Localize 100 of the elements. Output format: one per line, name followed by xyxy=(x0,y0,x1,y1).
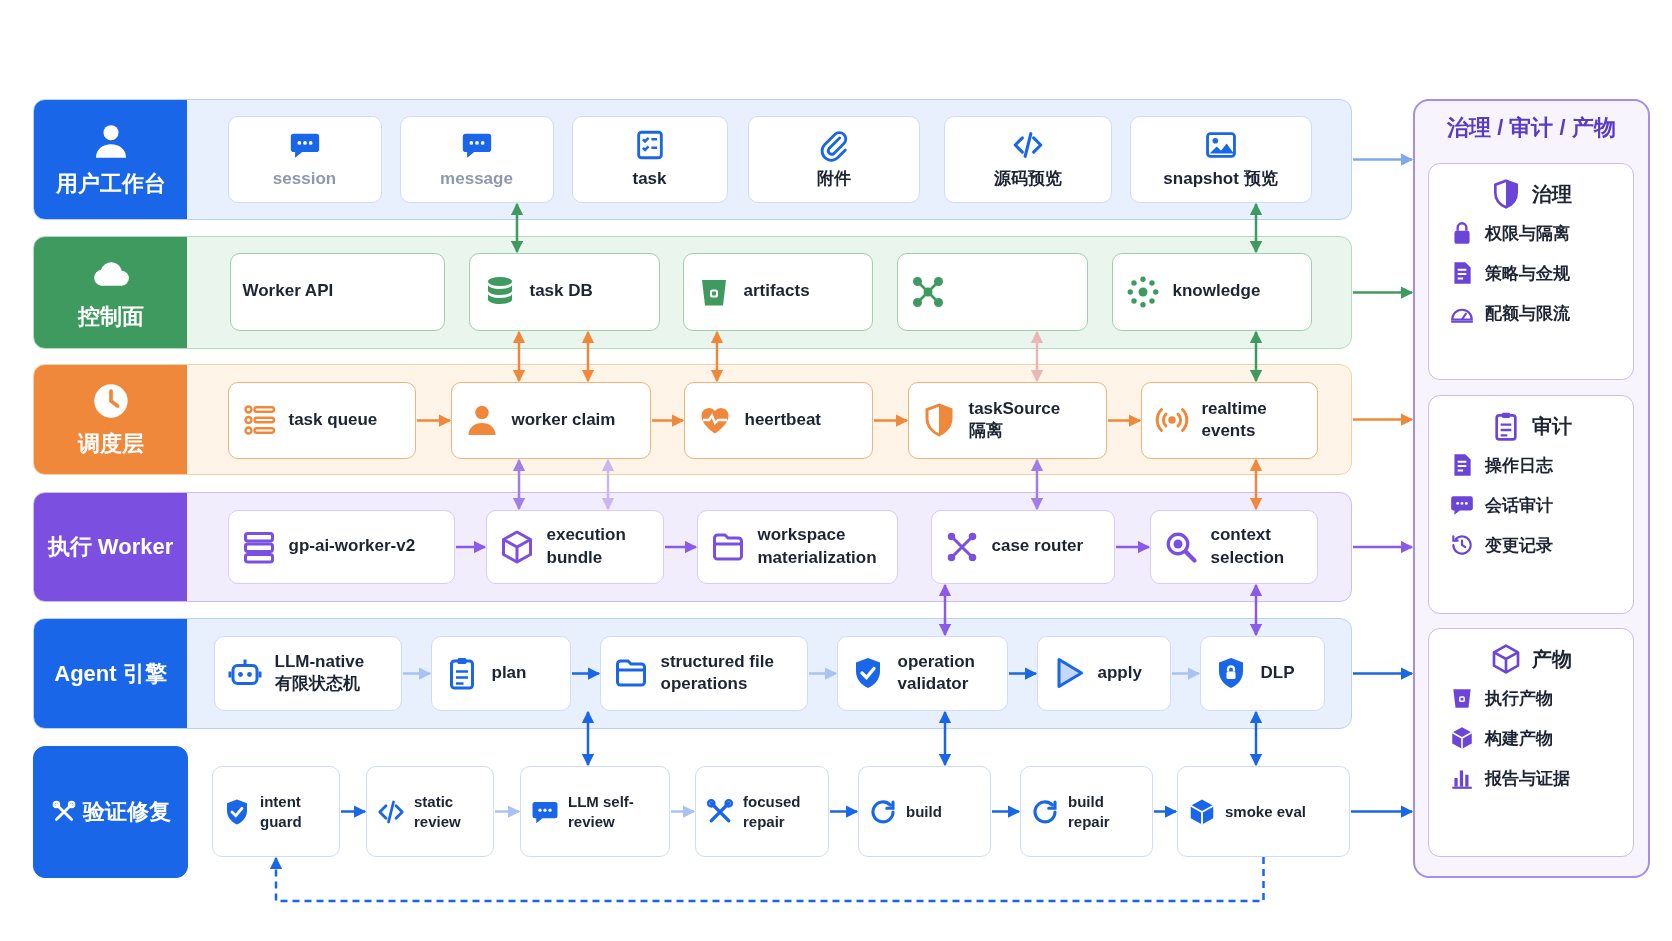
arrow xyxy=(341,805,367,818)
arrow xyxy=(1116,540,1151,554)
card-title: 审计 xyxy=(1532,413,1572,439)
arrow xyxy=(992,805,1021,818)
arrow xyxy=(456,540,487,554)
process-box xyxy=(366,766,494,857)
process-box xyxy=(1111,252,1312,331)
node-label: intent guard xyxy=(260,792,303,831)
node-label: heertbeat xyxy=(744,408,822,431)
arrow xyxy=(510,202,524,254)
node-label: gp-ai-worker-v2 xyxy=(288,535,416,558)
arrow xyxy=(581,330,595,383)
node-label: case router xyxy=(991,535,1084,558)
process-box xyxy=(227,381,416,459)
node-label: build xyxy=(906,801,942,822)
item-label: 报告与证据 xyxy=(1485,767,1570,790)
process-box xyxy=(468,252,660,331)
layer-title: 用户工作台 xyxy=(55,169,166,198)
process-box xyxy=(1036,635,1171,711)
process-box xyxy=(227,509,455,584)
layer-title: 执行 Worker xyxy=(47,533,174,561)
arrow xyxy=(1154,805,1178,818)
node-label: LLM-native 有限状态机 xyxy=(274,650,366,695)
node-label: LLM self-review xyxy=(568,792,635,831)
process-box xyxy=(907,381,1107,459)
process-box xyxy=(571,115,728,203)
process-box xyxy=(212,766,340,857)
arrow xyxy=(1353,540,1414,554)
process-box xyxy=(1020,766,1153,857)
arrow xyxy=(403,667,432,680)
arrow xyxy=(710,330,724,383)
arrow xyxy=(1353,667,1414,680)
arrow xyxy=(1353,286,1414,299)
process-box xyxy=(229,252,445,331)
node-label: task queue xyxy=(288,408,378,431)
arrow xyxy=(1249,583,1263,637)
arrow xyxy=(1249,202,1263,254)
node-label: operation validator xyxy=(897,650,976,695)
layer-band xyxy=(33,236,1352,349)
card-title: 治理 xyxy=(1532,181,1572,207)
node-label: static review xyxy=(414,792,462,831)
node-label: apply xyxy=(1097,661,1142,684)
arrow xyxy=(1353,153,1414,166)
layer-title: 控制面 xyxy=(77,302,144,331)
arrow xyxy=(652,414,685,427)
process-box xyxy=(1177,766,1350,857)
arrow xyxy=(938,583,952,637)
node-label: knowledge xyxy=(1172,280,1261,303)
node-label: session xyxy=(272,167,337,190)
process-box xyxy=(682,252,873,331)
arrow xyxy=(495,805,521,818)
process-box xyxy=(599,635,808,711)
arrow xyxy=(601,458,615,511)
node-label: build repair xyxy=(1068,792,1111,831)
arrow xyxy=(874,414,909,427)
process-box xyxy=(399,115,554,203)
process-box xyxy=(747,115,920,203)
arrow xyxy=(665,540,698,554)
layer-band xyxy=(33,364,1352,475)
arrow xyxy=(1353,413,1414,426)
node-label: realtime events xyxy=(1201,397,1268,442)
node-label: task DB xyxy=(529,280,593,303)
layer-band xyxy=(33,746,188,878)
node-label: plan xyxy=(491,661,527,684)
process-box xyxy=(1199,635,1325,711)
node-label: snapshot 预览 xyxy=(1163,167,1278,190)
node-label: worker claim xyxy=(511,408,616,431)
node-label: structured file operations xyxy=(660,650,775,695)
item-label: 权限与隔离 xyxy=(1485,222,1570,245)
category-card xyxy=(1428,395,1634,614)
process-box xyxy=(858,766,991,857)
arrow xyxy=(938,710,952,767)
node-label: task xyxy=(632,167,667,190)
arrow xyxy=(1172,667,1201,680)
process-box xyxy=(1149,509,1318,584)
node-label: message xyxy=(440,167,513,190)
item-label: 变更记录 xyxy=(1485,534,1553,557)
arrow xyxy=(512,458,526,511)
node-label: 源码预览 xyxy=(993,167,1062,190)
category-card xyxy=(1428,163,1634,380)
box-shape xyxy=(896,252,1088,331)
process-box xyxy=(696,509,898,584)
arrow xyxy=(809,667,838,680)
arrow xyxy=(581,710,595,767)
process-box xyxy=(450,381,651,459)
layer-band xyxy=(33,99,1352,220)
node-label: execution bundle xyxy=(546,524,627,569)
layer-title: 验证修复 xyxy=(82,798,171,826)
layer-title: Agent 引擎 xyxy=(54,659,167,688)
arrow xyxy=(1249,710,1263,767)
item-label: 配额与限流 xyxy=(1485,302,1570,325)
process-box xyxy=(213,635,402,711)
layer-band xyxy=(33,618,1352,729)
card-title: 产物 xyxy=(1532,646,1572,672)
panel-title: 治理 / 审计 / 产物 xyxy=(1446,114,1617,142)
arrow xyxy=(671,805,696,818)
process-box xyxy=(485,509,664,584)
node-label: context selection xyxy=(1210,524,1286,569)
process-box xyxy=(930,509,1115,584)
arrow xyxy=(1249,330,1263,383)
